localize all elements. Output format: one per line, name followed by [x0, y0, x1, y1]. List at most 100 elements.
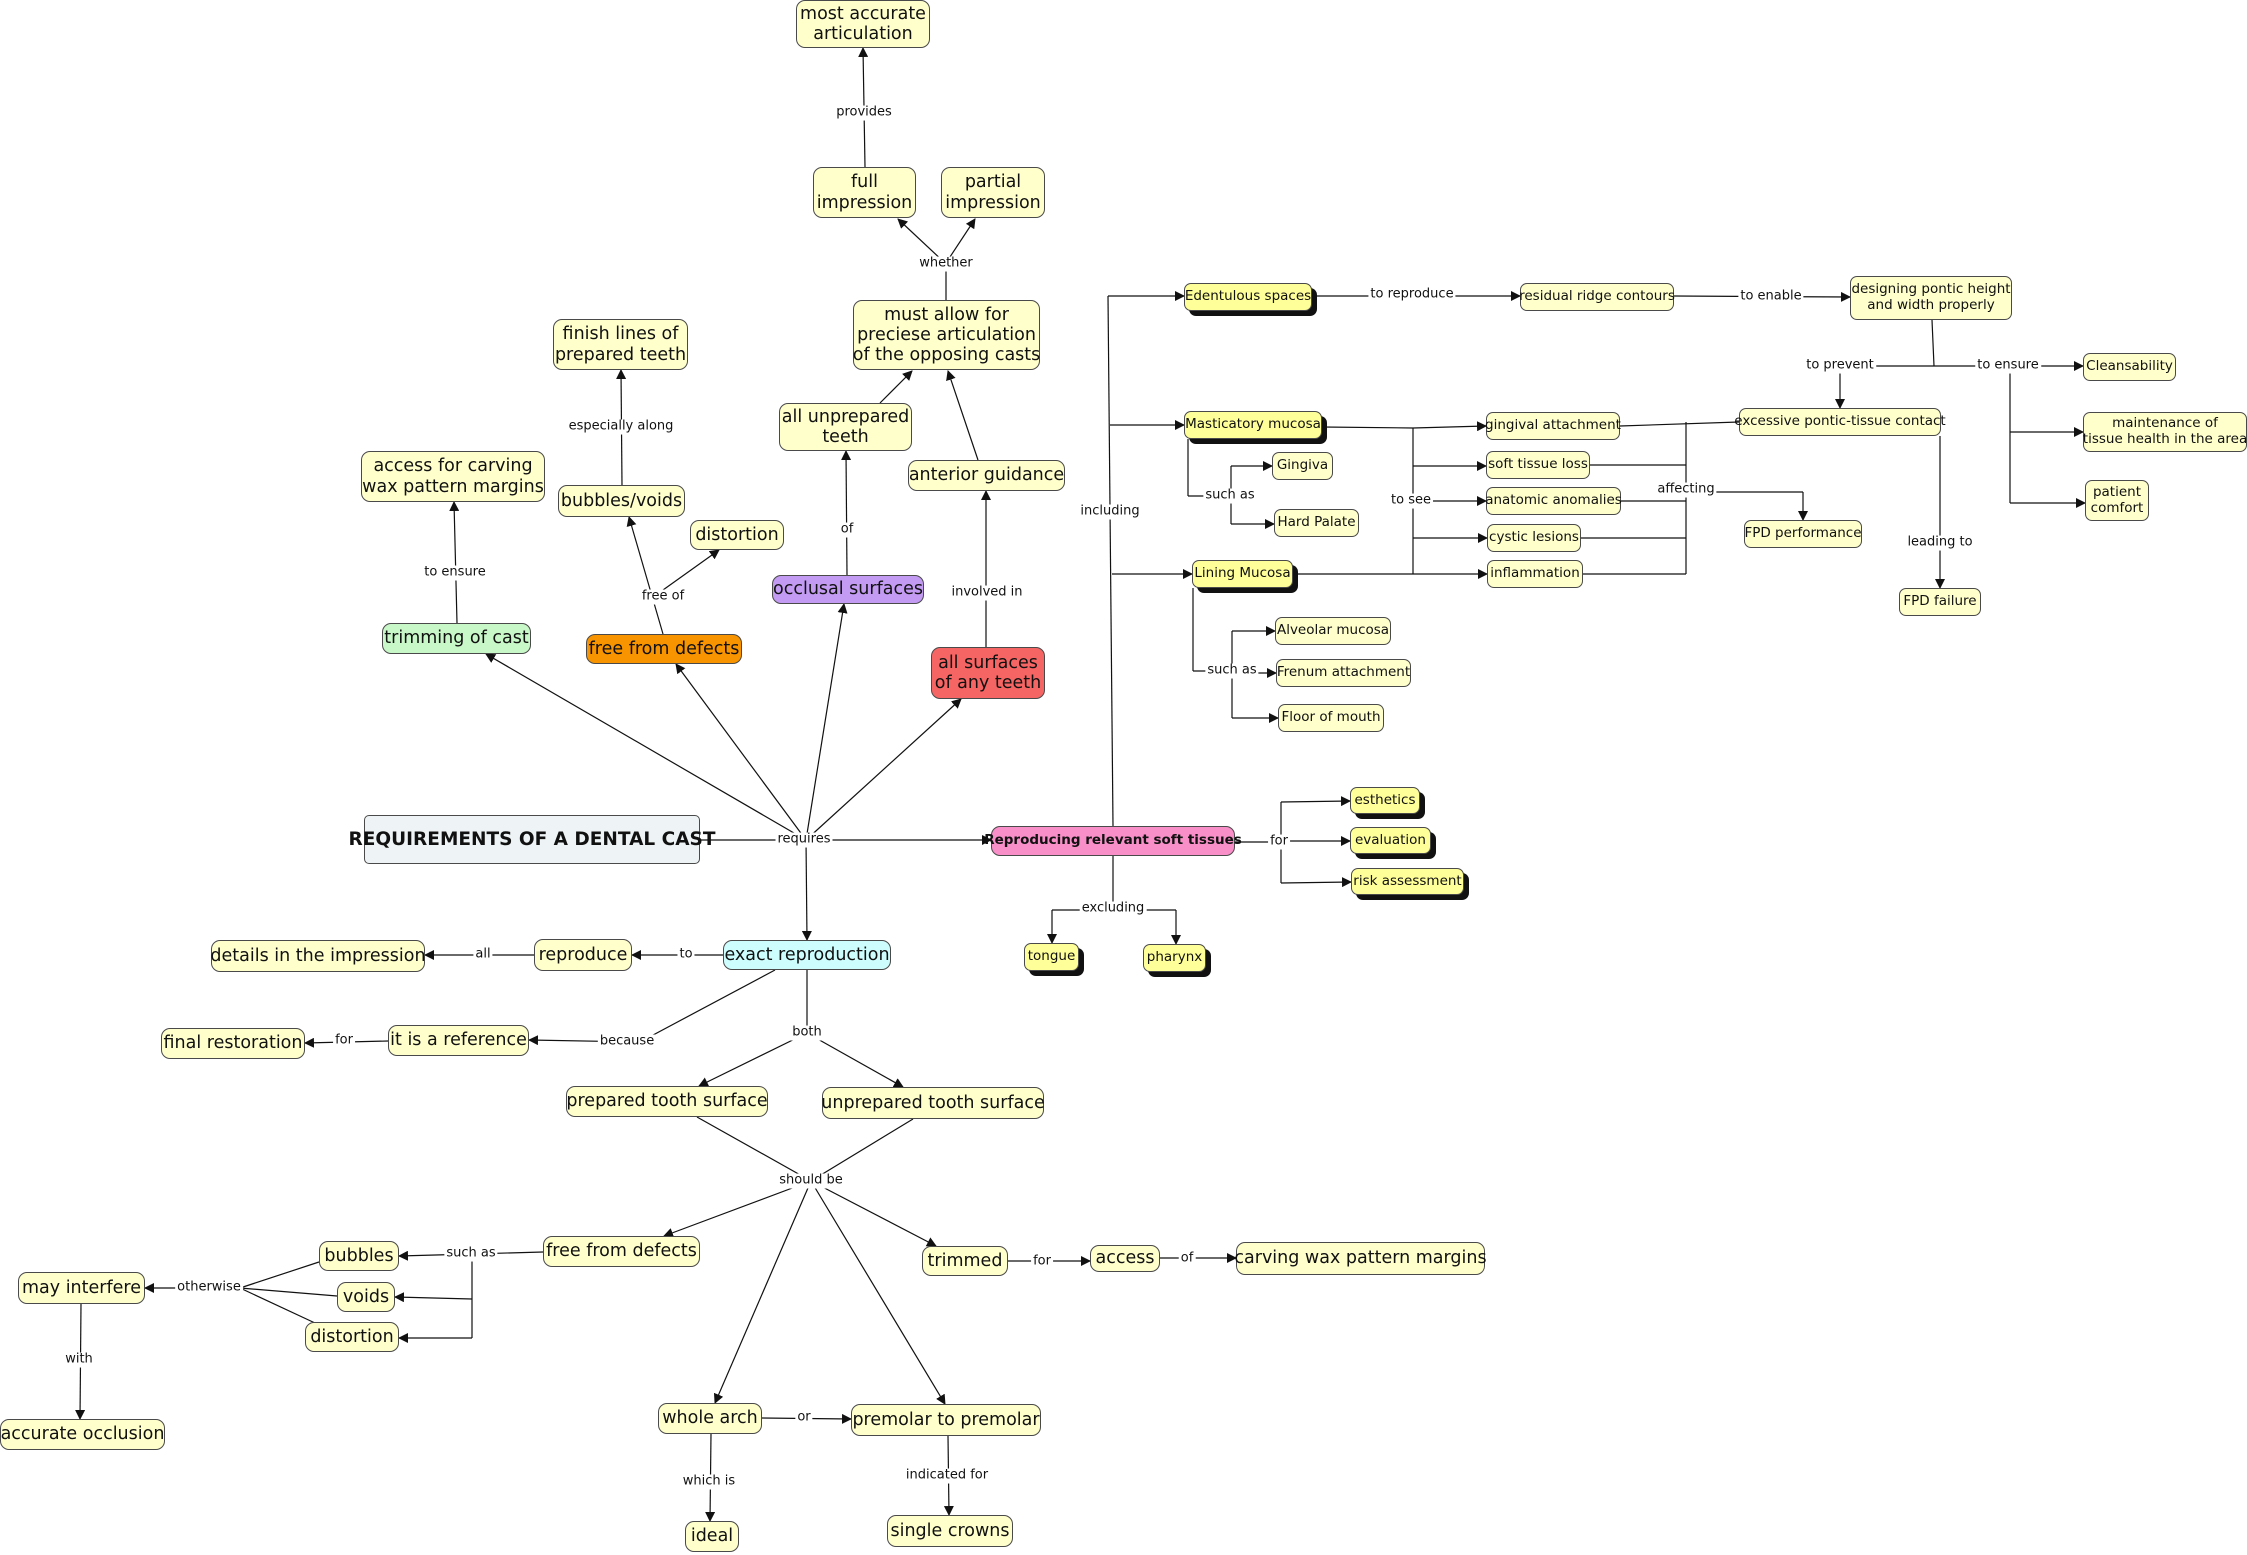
- title-node[interactable]: REQUIREMENTS OF A DENTAL CAST: [349, 815, 715, 864]
- link-label-such-as-2: such as: [1205, 662, 1259, 679]
- free-from-defects-bottom-node[interactable]: free from defects: [543, 1236, 700, 1267]
- link-label-to: to: [677, 946, 695, 963]
- inflammation-node[interactable]: inflammation: [1487, 560, 1583, 588]
- access-node[interactable]: access: [1090, 1245, 1160, 1272]
- connector-line: [810, 1118, 914, 1182]
- all-unprepared-teeth-node[interactable]: all unprepared teeth: [779, 403, 912, 451]
- distortion-top-node[interactable]: distortion: [690, 520, 784, 550]
- excessive-contact-node[interactable]: excessive pontic-tissue contact: [1734, 408, 1946, 436]
- reproducing-soft-tissues-node[interactable]: Reproducing relevant soft tissues: [984, 826, 1242, 856]
- voids-node[interactable]: voids: [337, 1282, 395, 1312]
- residual-ridge-node[interactable]: residual ridge contours: [1519, 283, 1675, 311]
- link-label-of-2: of: [1178, 1250, 1196, 1267]
- link-label-excluding: excluding: [1079, 900, 1147, 917]
- connector-line: [662, 549, 720, 591]
- frenum-attachment-node[interactable]: Frenum attachment: [1276, 659, 1411, 687]
- must-allow-articulation-node[interactable]: must allow for preciese articulation of …: [853, 300, 1040, 370]
- ideal-node[interactable]: ideal: [685, 1521, 739, 1552]
- connector-line: [449, 501, 460, 624]
- connector-line: [805, 603, 848, 841]
- risk-assessment-node[interactable]: risk assessment: [1351, 868, 1464, 895]
- distortion-bottom-node[interactable]: distortion: [305, 1322, 399, 1352]
- gingiva-node[interactable]: Gingiva: [1272, 452, 1333, 480]
- occlusal-surfaces-node[interactable]: occlusal surfaces: [772, 575, 924, 604]
- carving-wax-margins-node[interactable]: carving wax pattern margins: [1234, 1242, 1487, 1275]
- link-label-whether: whether: [917, 255, 975, 272]
- connector-line: [801, 839, 812, 941]
- link-label-of: of: [838, 521, 856, 538]
- most-accurate-articulation-node[interactable]: most accurate articulation: [796, 0, 930, 48]
- link-label-leading-to: leading to: [1905, 534, 1975, 551]
- single-crowns-node[interactable]: single crowns: [887, 1515, 1013, 1547]
- link-label-to-ensure-2: to ensure: [1975, 357, 2041, 374]
- link-label-for-2: for: [333, 1032, 355, 1049]
- full-impression-node[interactable]: full impression: [813, 167, 916, 218]
- fpd-performance-node[interactable]: FPD performance: [1744, 520, 1862, 548]
- designing-pontic-node[interactable]: designing pontic height and width proper…: [1850, 276, 2012, 320]
- cystic-lesions-node[interactable]: cystic lesions: [1487, 524, 1581, 552]
- it-is-a-reference-node[interactable]: it is a reference: [388, 1025, 529, 1056]
- link-label-including: including: [1078, 503, 1142, 520]
- link-label-indicated-for: indicated for: [903, 1467, 991, 1484]
- patient-comfort-node[interactable]: patient comfort: [2085, 480, 2149, 521]
- connector-line: [1280, 796, 1351, 807]
- lining-mucosa-node[interactable]: Lining Mucosa: [1192, 560, 1293, 588]
- all-surfaces-any-teeth-node[interactable]: all surfaces of any teeth: [931, 647, 1045, 699]
- esthetics-node[interactable]: esthetics: [1350, 787, 1420, 814]
- finish-lines-node[interactable]: finish lines of prepared teeth: [553, 319, 688, 370]
- premolar-to-premolar-node[interactable]: premolar to premolar: [851, 1404, 1041, 1436]
- link-label-for-3: for: [1031, 1253, 1053, 1270]
- final-restoration-node[interactable]: final restoration: [161, 1028, 305, 1059]
- connector-line: [675, 663, 807, 841]
- connector-line: [1280, 877, 1352, 888]
- connector-line: [897, 218, 946, 264]
- connector-line: [239, 1287, 316, 1324]
- evaluation-node[interactable]: evaluation: [1350, 827, 1431, 854]
- connector-line: [239, 1287, 338, 1297]
- tongue-node[interactable]: tongue: [1024, 943, 1079, 971]
- link-label-with: with: [63, 1351, 95, 1368]
- connector-line: [879, 370, 913, 404]
- connector-line: [810, 1180, 946, 1405]
- details-impression-node[interactable]: details in the impression: [210, 940, 426, 972]
- trimming-of-cast-node[interactable]: trimming of cast: [382, 623, 531, 654]
- reproduce-node[interactable]: reproduce: [534, 939, 632, 971]
- connector-line: [1321, 426, 1414, 429]
- connector-line: [806, 1032, 904, 1088]
- accurate-occlusion-node[interactable]: accurate occlusion: [0, 1419, 165, 1450]
- connector-line: [239, 1261, 320, 1289]
- prepared-tooth-surface-node[interactable]: prepared tooth surface: [566, 1086, 768, 1117]
- floor-of-mouth-node[interactable]: Floor of mouth: [1278, 704, 1384, 732]
- pharynx-node[interactable]: pharynx: [1143, 944, 1206, 972]
- maintenance-tissue-health-node[interactable]: maintenance of tissue health in the area: [2083, 412, 2247, 452]
- anterior-guidance-node[interactable]: anterior guidance: [908, 460, 1065, 491]
- anatomic-anomalies-node[interactable]: anatomic anomalies: [1485, 487, 1622, 515]
- bubbles-voids-node[interactable]: bubbles/voids: [558, 485, 685, 517]
- connector-line: [1619, 421, 1740, 427]
- may-interfere-node[interactable]: may interfere: [18, 1272, 145, 1304]
- access-carving-node[interactable]: access for carving wax pattern margins: [361, 451, 545, 502]
- alveolar-mucosa-node[interactable]: Alveolar mucosa: [1275, 617, 1391, 645]
- gingival-attachment-node[interactable]: gingival attachment: [1485, 412, 1621, 440]
- link-label-all: all: [473, 946, 493, 963]
- trimmed-node[interactable]: trimmed: [922, 1246, 1008, 1276]
- whole-arch-node[interactable]: whole arch: [658, 1403, 762, 1434]
- link-label-for: for: [1268, 833, 1290, 850]
- connector-line: [639, 969, 776, 1043]
- bubbles-node[interactable]: bubbles: [319, 1241, 399, 1271]
- hard-palate-node[interactable]: Hard Palate: [1274, 509, 1359, 537]
- link-label-free-of: free of: [639, 588, 687, 605]
- edentulous-spaces-node[interactable]: Edentulous spaces: [1184, 283, 1312, 311]
- partial-impression-node[interactable]: partial impression: [941, 167, 1045, 218]
- masticatory-mucosa-node[interactable]: Masticatory mucosa: [1184, 411, 1322, 439]
- link-label-such-as: such as: [1203, 487, 1257, 504]
- free-from-defects-orange-node[interactable]: free from defects: [586, 634, 742, 664]
- unprepared-tooth-surface-node[interactable]: unprepared tooth surface: [821, 1087, 1045, 1119]
- cleansability-node[interactable]: Cleansability: [2083, 353, 2176, 381]
- exact-reproduction-node[interactable]: exact reproduction: [723, 940, 891, 970]
- fpd-failure-node[interactable]: FPD failure: [1899, 588, 1981, 616]
- soft-tissue-loss-node[interactable]: soft tissue loss: [1486, 451, 1590, 479]
- connector-line: [946, 370, 979, 461]
- connector-line: [945, 218, 976, 264]
